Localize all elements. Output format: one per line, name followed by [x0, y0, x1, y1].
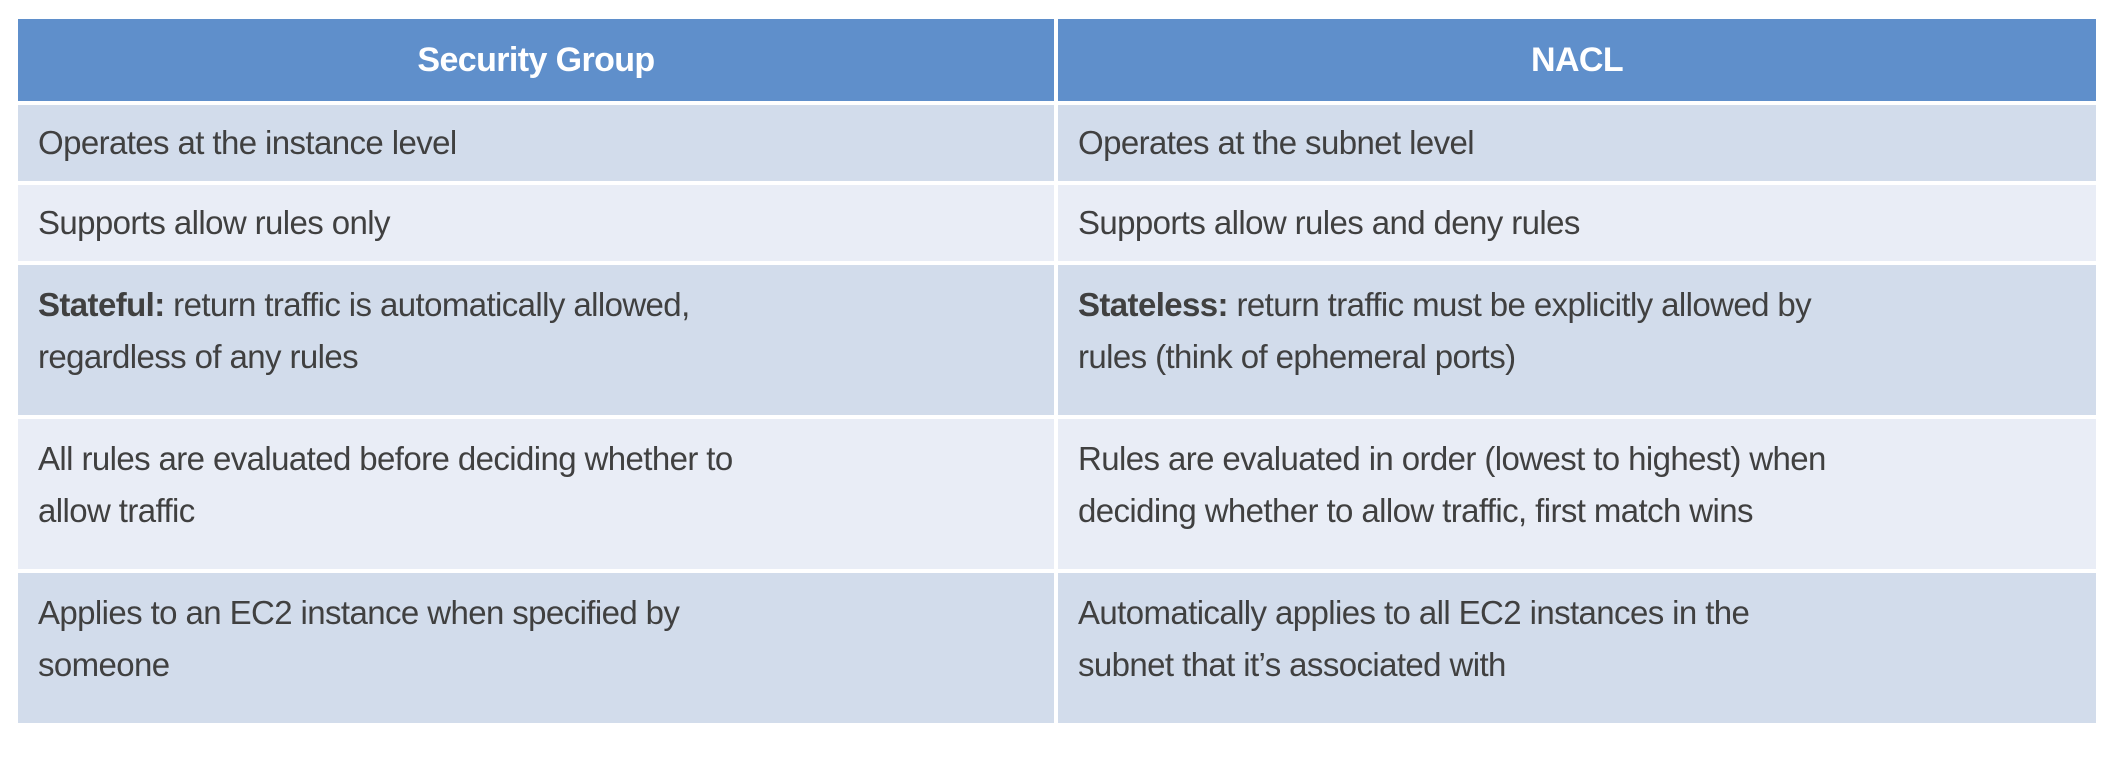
nacl-cell: Automatically applies to all EC2 instanc… — [1054, 569, 2100, 727]
sg-cell: Stateful: return traffic is automaticall… — [14, 261, 1058, 419]
cell-text: Operates at the instance level — [38, 124, 457, 161]
cell-text: All rules are evaluated before deciding … — [38, 440, 733, 529]
table-row: Stateful: return traffic is automaticall… — [14, 261, 2100, 419]
table-row: All rules are evaluated before deciding … — [14, 415, 2100, 573]
sg-cell: Supports allow rules only — [14, 181, 1058, 265]
nacl-cell: Rules are evaluated in order (lowest to … — [1054, 415, 2100, 573]
cell-text: return traffic must be explicitly allowe… — [1078, 286, 1812, 375]
cell-text: Operates at the subnet level — [1078, 124, 1475, 161]
cell-text: Supports allow rules and deny rules — [1078, 204, 1580, 241]
sg-cell: Applies to an EC2 instance when specifie… — [14, 569, 1058, 727]
table-row: Applies to an EC2 instance when specifie… — [14, 569, 2100, 727]
cell-text: Rules are evaluated in order (lowest to … — [1078, 440, 1826, 529]
table-row: Operates at the instance level Operates … — [14, 101, 2100, 185]
cell-text: Applies to an EC2 instance when specifie… — [38, 594, 680, 683]
header-nacl: NACL — [1054, 15, 2100, 105]
cell-text: return traffic is automatically allowed,… — [38, 286, 690, 375]
nacl-cell: Operates at the subnet level — [1054, 101, 2100, 185]
table-row: Supports allow rules only Supports allow… — [14, 181, 2100, 265]
nacl-cell: Stateless: return traffic must be explic… — [1054, 261, 2100, 419]
cell-text: Automatically applies to all EC2 instanc… — [1078, 594, 1750, 683]
cell-text: Supports allow rules only — [38, 204, 390, 241]
bold-label: Stateless: — [1078, 286, 1229, 323]
comparison-table: Security Group NACL Operates at the inst… — [14, 15, 2100, 727]
sg-cell: All rules are evaluated before deciding … — [14, 415, 1058, 573]
bold-label: Stateful: — [38, 286, 165, 323]
header-security-group: Security Group — [14, 15, 1058, 105]
header-row: Security Group NACL — [14, 15, 2100, 105]
sg-cell: Operates at the instance level — [14, 101, 1058, 185]
nacl-cell: Supports allow rules and deny rules — [1054, 181, 2100, 265]
